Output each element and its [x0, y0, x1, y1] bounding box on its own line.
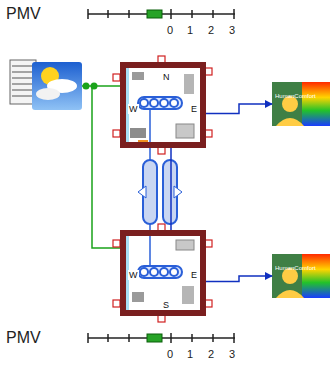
scale-number: 0 — [167, 24, 173, 36]
room-zone: N W E — [120, 62, 206, 148]
orientation-letter: W — [128, 104, 139, 114]
block-name: HumanComfort — [275, 93, 316, 99]
scale-title: PMV — [6, 329, 41, 346]
signal-connector — [206, 276, 272, 282]
weather-icon — [10, 60, 82, 110]
orientation-letter: E — [190, 104, 198, 114]
signal-connector — [170, 148, 172, 230]
comfort-display: HumanComfort — [272, 254, 330, 298]
orientation-letter: W — [128, 270, 139, 280]
bus-dot — [91, 83, 98, 90]
scale-number: 0 — [167, 348, 173, 360]
scale-number: 3 — [229, 348, 235, 360]
block-name: HumanComfort — [275, 265, 316, 271]
scale-number: 2 — [208, 348, 214, 360]
orientation-letter: N — [162, 72, 171, 82]
orientation-letter: S — [162, 300, 170, 310]
scale-number: 3 — [229, 24, 235, 36]
bus-dot — [83, 83, 90, 90]
pmv-scale — [88, 333, 235, 343]
scale-title: PMV — [6, 5, 41, 22]
room-interior — [126, 68, 200, 310]
fluid-ports — [138, 97, 182, 278]
comfort-icon — [272, 82, 330, 298]
heat-port — [113, 56, 212, 322]
weather-bus — [82, 86, 120, 248]
orientation-letter: E — [190, 270, 198, 280]
air-exchange — [138, 109, 182, 266]
signal-port — [120, 112, 206, 292]
comfort-display: HumanComfort — [272, 82, 330, 126]
scale-number: 1 — [187, 24, 193, 36]
signal-connector — [206, 104, 272, 114]
scale-number: 1 — [187, 348, 193, 360]
scale-number: 2 — [208, 24, 214, 36]
room-zone: W E S — [120, 230, 206, 316]
pmv-scale — [88, 9, 235, 19]
